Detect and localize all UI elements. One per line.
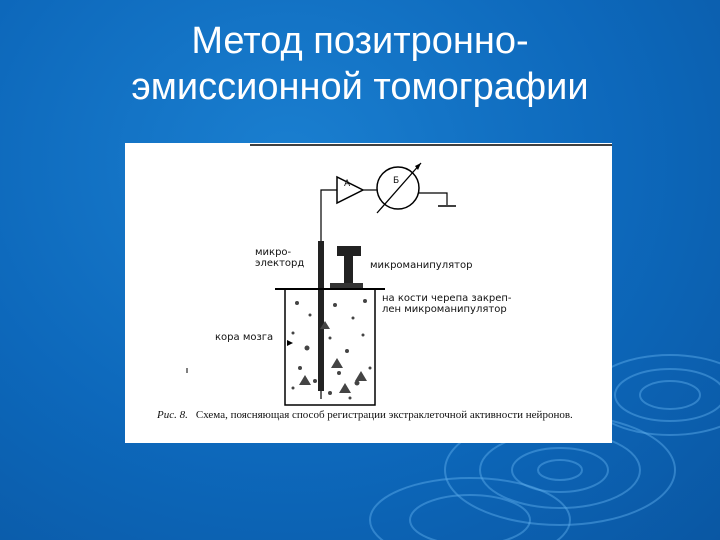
caption-text: Схема, поясняющая способ регистрации экс… <box>195 409 573 421</box>
microelectrode <box>318 241 324 391</box>
skull-container <box>284 289 376 406</box>
label-block-a: А <box>344 179 351 189</box>
label-skull-line-2: лен микроманипулятор <box>382 304 507 315</box>
slide-title: Метод позитронно- эмиссионной томографии <box>0 18 720 110</box>
label-micromanipulator: микроманипулятор <box>370 260 473 271</box>
label-cortex: кора мозга <box>215 332 274 343</box>
electrode-setup-diagram <box>186 144 612 406</box>
label-microelectrode-line-1: микро- <box>255 247 292 258</box>
label-microelectrode-line-2: электорд <box>255 258 305 269</box>
caption-figure-number: Рис. 8. <box>157 409 188 421</box>
brain-tissue-texture <box>291 299 372 400</box>
diagram-figure: микро- электорд микроманипулятор на кост… <box>125 143 612 443</box>
figure-caption: Рис. 8. Схема, поясняющая способ регистра… <box>157 409 602 422</box>
slide-title-line-2: эмиссионной томографии <box>131 66 589 108</box>
slide-title-line-1: Метод позитронно- <box>191 20 529 62</box>
label-block-b: Б <box>393 176 400 186</box>
label-skull-line-1: на кости черепа закреп- <box>382 293 512 304</box>
